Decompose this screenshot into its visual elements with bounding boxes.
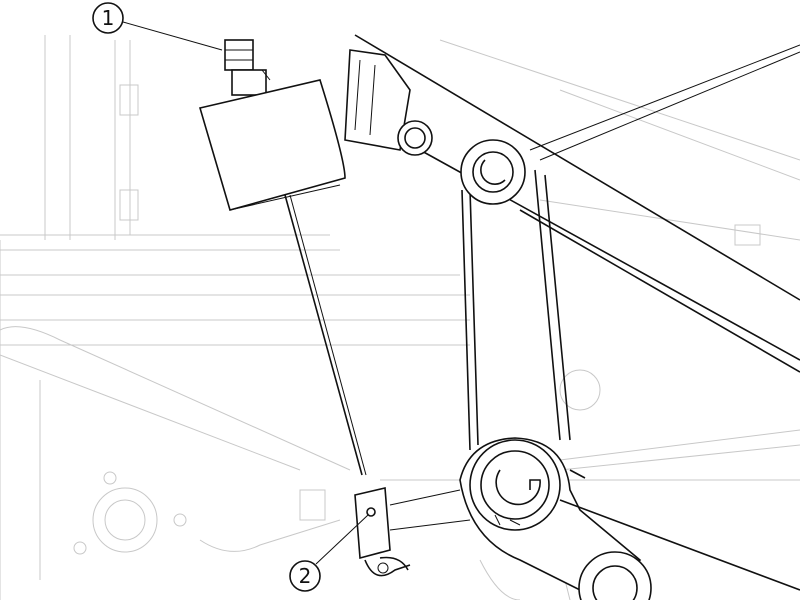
callout-1-label: 1 (102, 6, 115, 30)
diagonal-arm (344, 34, 800, 373)
upper-bracket (198, 39, 346, 211)
callout-2-label: 2 (299, 564, 312, 588)
pivots (397, 120, 800, 600)
rod (284, 194, 367, 476)
callout-2: 2 (289, 514, 369, 592)
callout-1: 1 (92, 2, 223, 51)
background-frame (0, 35, 800, 600)
lower-clip (354, 487, 471, 577)
vertical-link (461, 169, 571, 451)
